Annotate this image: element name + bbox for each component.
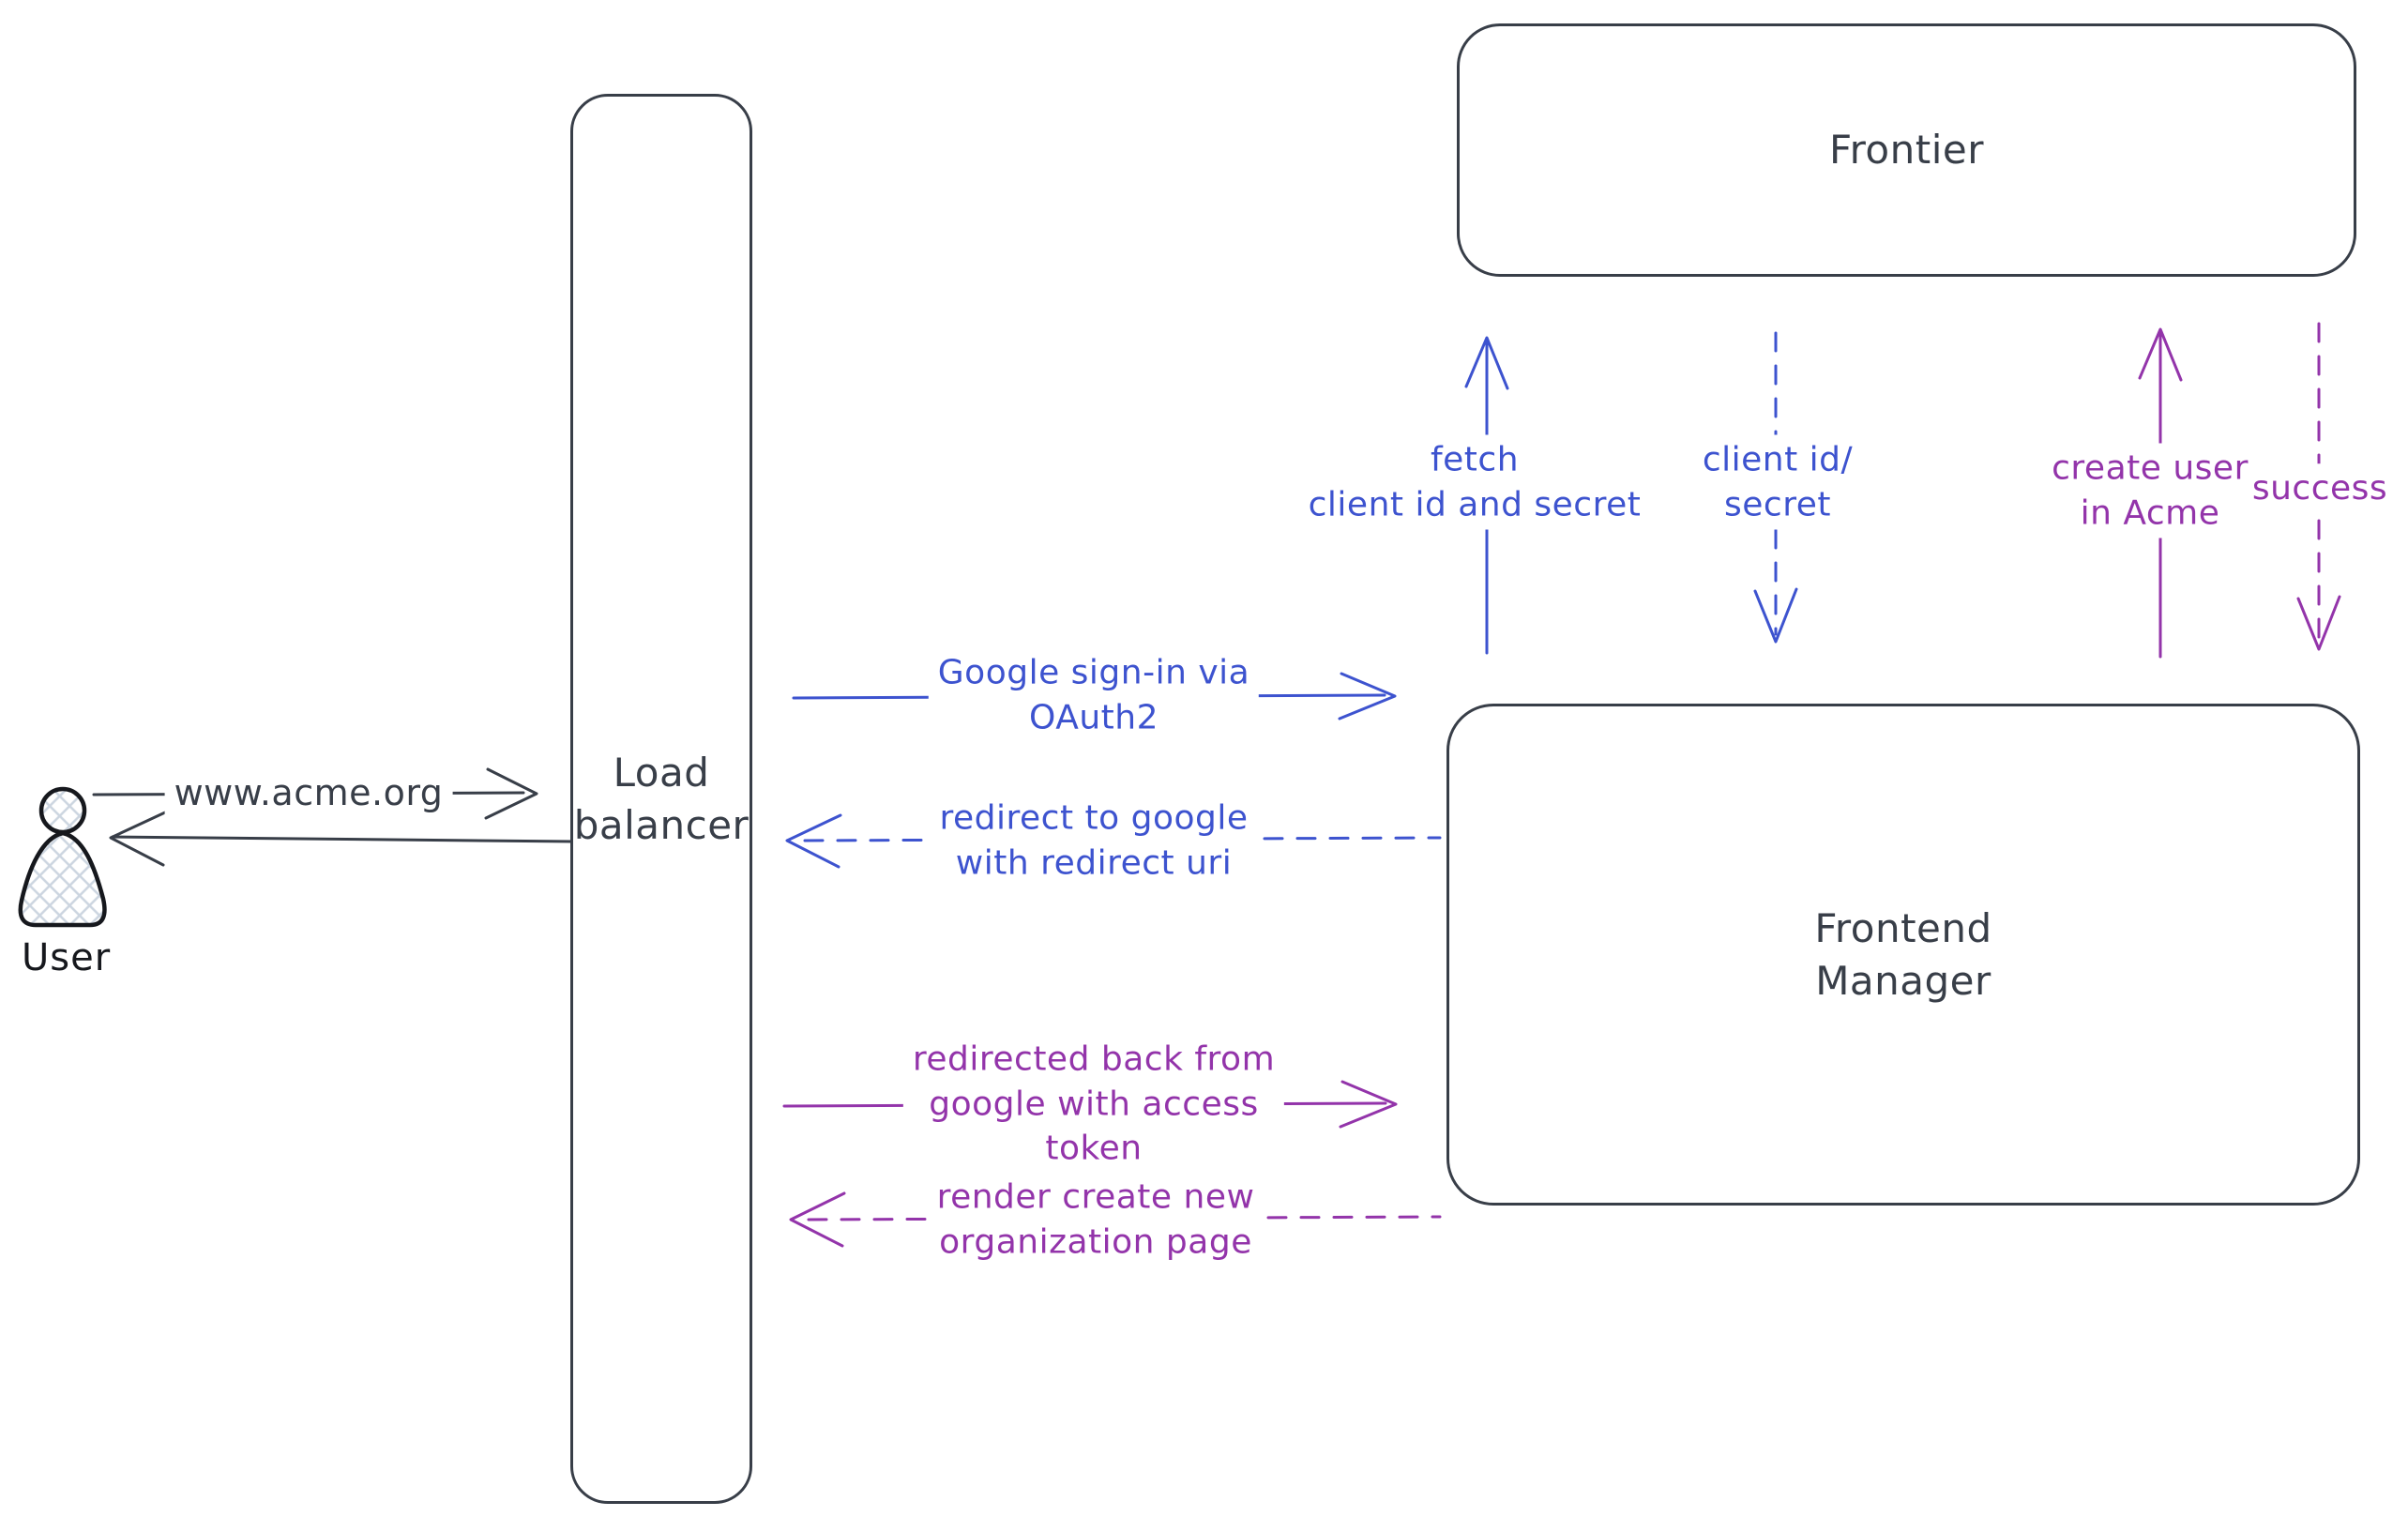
load-balancer-node: Load balancer — [570, 94, 752, 1504]
redirected-back-label: redirected back from google with access … — [902, 1034, 1285, 1175]
client-id-secret-label: client id/ secret — [1692, 434, 1863, 530]
user-icon-head — [38, 786, 87, 835]
create-user-label: create user in Acme — [2042, 443, 2258, 538]
redirect-to-google-label: redirect to google with redirect uri — [930, 793, 1258, 888]
redirect-to-google-arrowhead — [785, 813, 842, 869]
frontier-label: Frontier — [1828, 127, 1984, 174]
render-org-page-label: render create new organization page — [927, 1172, 1265, 1267]
render-org-page-arrow-line — [807, 1215, 1442, 1221]
redirect-to-google-arrow-line — [803, 836, 1442, 842]
fetch-client-secret-arrowhead — [1464, 336, 1509, 390]
google-signin-arrowhead — [1338, 672, 1397, 720]
www-response-arrowhead — [109, 811, 167, 867]
success-label: success — [2242, 463, 2398, 514]
client-id-secret-arrowhead — [1753, 587, 1798, 644]
frontier-node: Frontier — [1457, 23, 2356, 277]
user-icon-body — [18, 830, 107, 928]
user-label: User — [22, 936, 112, 979]
create-user-arrowhead — [2138, 327, 2183, 382]
frontend-manager-node: Frontend Manager — [1446, 704, 2360, 1206]
www-request-arrowhead — [484, 767, 538, 820]
user-icon — [18, 786, 107, 928]
www-response-arrow-line — [111, 835, 576, 843]
redirected-back-arrowhead — [1339, 1080, 1398, 1129]
success-arrowhead — [2296, 595, 2341, 651]
frontend-manager-label: Frontend Manager — [1814, 905, 1992, 1004]
fetch-client-secret-label: fetch client id and secret — [1298, 434, 1651, 530]
render-org-page-arrowhead — [789, 1191, 846, 1248]
google-signin-label: Google sign-in via OAuth2 — [928, 647, 1260, 743]
load-balancer-label: Load balancer — [573, 750, 750, 848]
www-request-label: www.acme.org — [164, 766, 453, 820]
